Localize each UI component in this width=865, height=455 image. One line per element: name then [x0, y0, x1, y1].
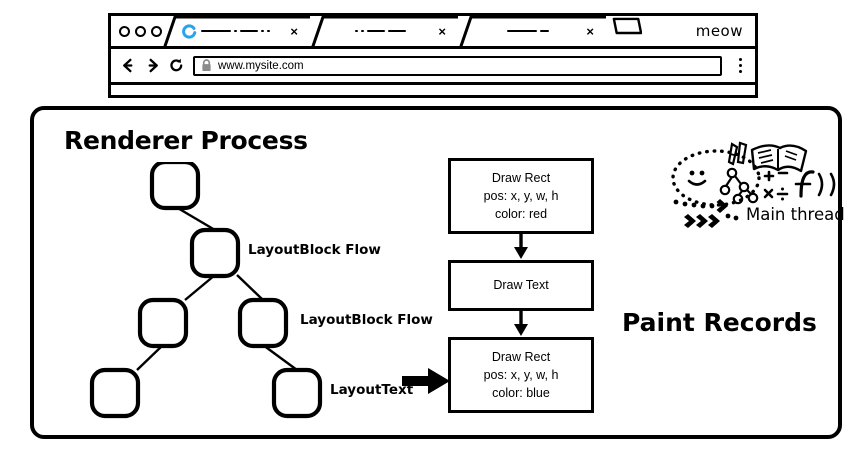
- tab-title-placeholder: [201, 29, 282, 33]
- tab-title-placeholder: [330, 29, 430, 33]
- layout-tree-graph: [89, 159, 323, 419]
- tab-close-button-3[interactable]: ×: [586, 23, 594, 39]
- tree-edge-n3-n5: [136, 344, 164, 371]
- tree-node-n2: [189, 227, 241, 279]
- kebab-menu-icon[interactable]: [733, 56, 747, 76]
- new-tab-icon[interactable]: [612, 16, 642, 35]
- paint-record-line: pos: x, y, w, h: [483, 367, 559, 382]
- url-text: www.mysite.com: [218, 59, 304, 72]
- blue-spinner-icon: [182, 23, 197, 39]
- tab-title-placeholder: [478, 29, 578, 33]
- browser-tab-3[interactable]: ×: [458, 16, 606, 49]
- browser-brand-label: meow: [695, 22, 743, 40]
- chain-arrow-2: [448, 310, 594, 337]
- tree-edge-n4-n6: [262, 344, 298, 371]
- tree-label-layoutblock-flow-2: LayoutBlock Flow: [300, 312, 433, 328]
- padlock-icon: [202, 59, 211, 71]
- tab-list: × ×: [162, 16, 696, 49]
- tree-node-n1: [149, 159, 201, 211]
- function-icon: [794, 170, 836, 198]
- close-dot[interactable]: [119, 25, 130, 37]
- layout-tree: LayoutBlock Flow LayoutBlock Flow Layout…: [52, 159, 433, 432]
- tab-close-button-1[interactable]: ×: [290, 23, 298, 39]
- chevron-trail-icon: [673, 199, 739, 228]
- paint-record-line: color: red: [494, 207, 548, 222]
- paint-record-line: pos: x, y, w, h: [483, 189, 559, 204]
- main-thread-label: Main thread: [746, 205, 845, 224]
- math-symbols-icon: [763, 170, 789, 201]
- node-tree-icon: [719, 167, 759, 205]
- down-arrow-icon: [514, 234, 528, 260]
- renderer-process-panel: Renderer Process: [30, 106, 845, 439]
- down-arrow-icon: [514, 310, 528, 336]
- paint-record-line: Draw Rect: [491, 171, 551, 185]
- smiley-face-icon: [671, 149, 761, 207]
- page-viewport: [111, 85, 755, 95]
- browser-tab-1[interactable]: ×: [162, 16, 310, 49]
- minimize-dot[interactable]: [135, 25, 146, 37]
- window-controls: [111, 25, 162, 37]
- tree-label-layouttext: LayoutText: [330, 382, 414, 398]
- url-bar[interactable]: www.mysite.com: [193, 55, 722, 76]
- pencil-icon: [727, 141, 748, 166]
- browser-tab-2[interactable]: ×: [310, 16, 458, 49]
- forward-arrow-icon[interactable]: [145, 58, 160, 73]
- tree-node-n4: [237, 297, 289, 349]
- paint-record-box-2: Draw Text: [448, 260, 594, 311]
- tree-edge-n1-n2: [175, 205, 216, 232]
- page-title: Renderer Process: [64, 126, 308, 155]
- right-arrow-icon: [402, 368, 450, 394]
- paint-record-box-3: Draw Rect pos: x, y, w, h color: blue: [448, 336, 594, 413]
- paint-record-line: color: blue: [492, 385, 550, 400]
- paint-record-line: Draw Rect: [491, 349, 551, 364]
- tree-edge-n2-n3: [184, 274, 216, 301]
- paint-record-box-1: Draw Rect pos: x, y, w, h color: red: [448, 158, 594, 235]
- open-book-icon: [750, 144, 808, 173]
- tree-node-n3: [137, 297, 189, 349]
- chain-arrow-1: [448, 234, 594, 260]
- paint-records-label: Paint Records: [622, 308, 817, 337]
- maximize-dot[interactable]: [151, 25, 162, 37]
- tree-nodes: [89, 159, 323, 419]
- back-arrow-icon[interactable]: [121, 58, 136, 73]
- tree-node-n5: [89, 367, 141, 419]
- tab-close-button-2[interactable]: ×: [438, 23, 446, 39]
- paint-record-line: Draw Text: [493, 278, 549, 293]
- tree-label-layoutblock-flow-1: LayoutBlock Flow: [248, 242, 381, 258]
- main-thread-doodle: [671, 141, 836, 228]
- reload-icon[interactable]: [169, 58, 184, 73]
- browser-toolbar: www.mysite.com: [111, 49, 755, 85]
- paint-records-chain: Draw Rect pos: x, y, w, h color: red Dra…: [448, 158, 594, 413]
- tree-edge-n2-n4: [236, 274, 264, 301]
- browser-window: × ×: [108, 13, 758, 98]
- tree-edges: [136, 205, 298, 371]
- tree-node-n6: [271, 367, 323, 419]
- tab-strip: × ×: [111, 16, 755, 49]
